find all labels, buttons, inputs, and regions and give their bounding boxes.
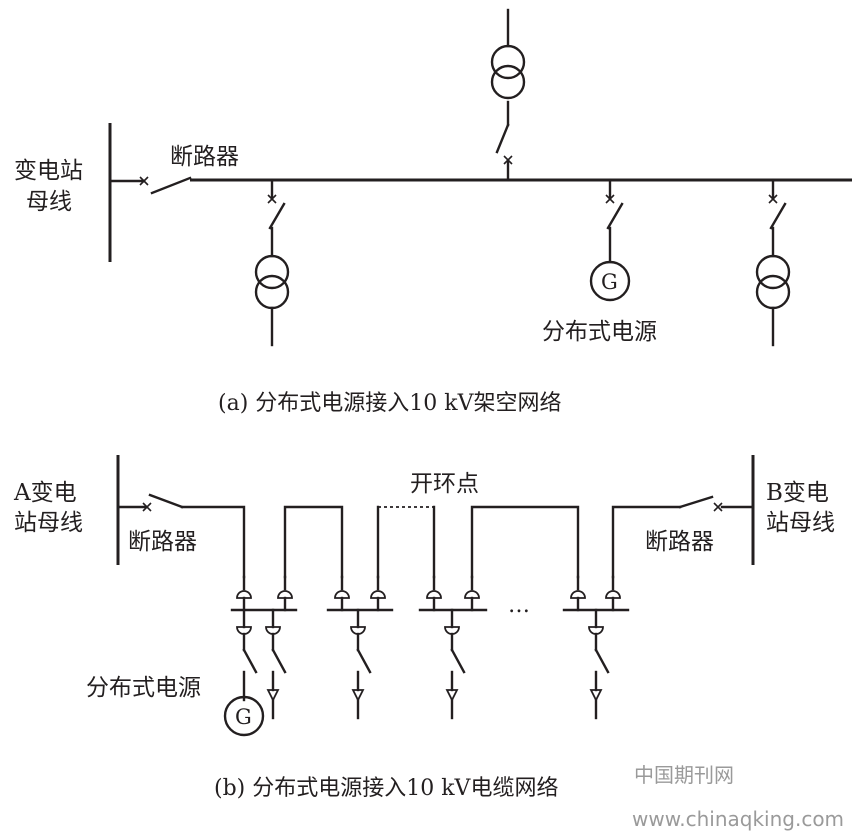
right-transformer-branch [755, 178, 791, 347]
watermark-url: www.chinaqking.com [632, 807, 844, 831]
left-breaker [116, 493, 184, 512]
left-transformer-branch [254, 178, 290, 347]
substation-bus-label-line2: 母线 [26, 189, 72, 215]
transformer-icon [755, 254, 791, 290]
generator-branch [589, 178, 631, 302]
generator-symbol-b: G [235, 705, 252, 729]
substation-a-label-line1: A变电 [13, 480, 77, 506]
left-breaker-label: 断路器 [128, 529, 197, 555]
open-loop-label: 开环点 [410, 471, 479, 497]
top-transformer-branch [490, 8, 526, 182]
ring-main-unit-3 [418, 575, 488, 720]
right-breaker-label: 断路器 [645, 529, 714, 555]
substation-b-label-line2: 站母线 [766, 510, 835, 536]
generator-icon [589, 260, 631, 302]
cable-network-diagram: A变电 站母线 断路器 B变电 站母线 断路器 开环 [13, 455, 835, 801]
cable-runs [180, 505, 682, 579]
substation-bus-label-line1: 变电站 [14, 158, 83, 184]
overhead-network-diagram: 变电站 母线 断路器 [14, 8, 852, 416]
ring-main-unit-4 [562, 575, 630, 720]
caption-b: (b) 分布式电源接入10 kV电缆网络 [214, 776, 558, 801]
caption-a: (a) 分布式电源接入10 kV架空网络 [218, 391, 561, 416]
generator-symbol: G [601, 270, 618, 294]
right-breaker [678, 495, 755, 512]
main-breaker [108, 176, 192, 195]
ring-main-unit-1 [223, 575, 298, 737]
ellipsis: … [508, 593, 530, 618]
ring-main-unit-2 [326, 575, 394, 720]
dg-label: 分布式电源 [542, 319, 657, 345]
transformer-icon [490, 64, 526, 100]
generator-icon [223, 695, 265, 737]
transformer-icon [254, 254, 290, 290]
dg-label-b: 分布式电源 [86, 675, 201, 701]
main-breaker-label: 断路器 [170, 144, 239, 170]
watermark-cn: 中国期刊网 [634, 763, 734, 787]
substation-b-label-line1: B变电 [766, 480, 829, 506]
substation-a-label-line2: 站母线 [14, 510, 83, 536]
